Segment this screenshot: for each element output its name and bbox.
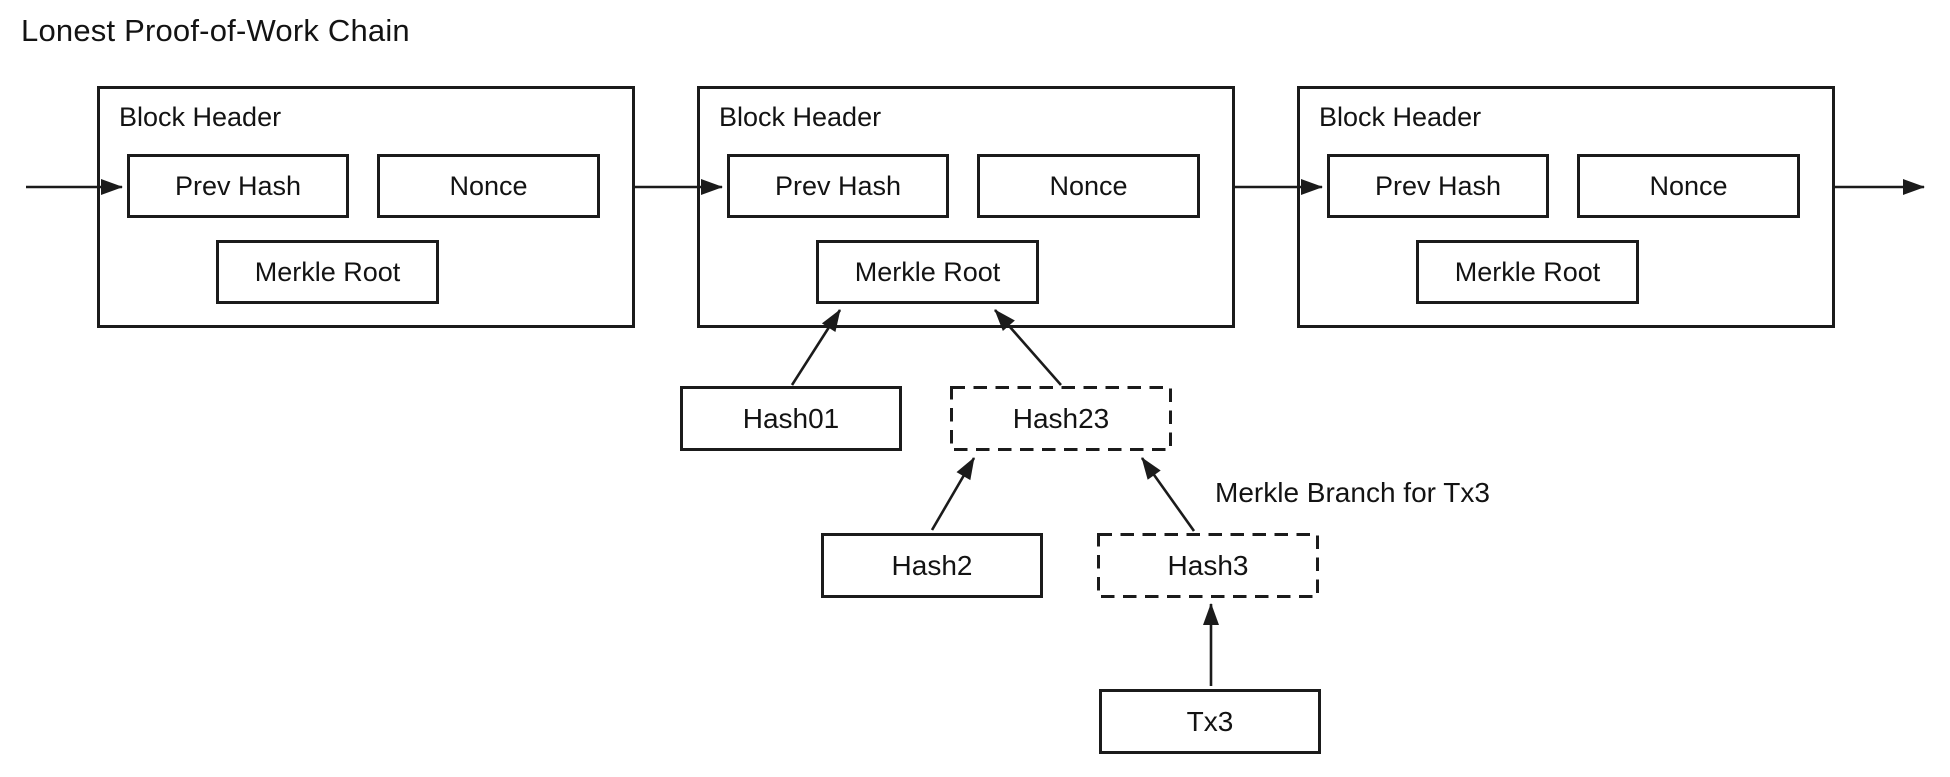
block-3: Block Header Prev Hash Nonce Merkle Root — [1297, 86, 1835, 328]
block-3-prev-hash-box: Prev Hash — [1327, 154, 1549, 218]
hash3-node: Hash3 — [1097, 533, 1319, 598]
block-2-nonce-box: Nonce — [977, 154, 1200, 218]
block-2-header-label: Block Header — [719, 102, 882, 132]
block-1-nonce-box: Nonce — [377, 154, 600, 218]
block-1-merkle-root-box: Merkle Root — [216, 240, 439, 304]
block-3-nonce-box: Nonce — [1577, 154, 1800, 218]
hash23-node: Hash23 — [950, 386, 1172, 451]
arrow-hash2-to-hash23 — [930, 457, 976, 531]
block-1: Block Header Prev Hash Nonce Merkle Root — [97, 86, 635, 328]
block-3-header-label: Block Header — [1319, 102, 1482, 132]
merkle-branch-label: Merkle Branch for Tx3 — [1215, 477, 1490, 508]
arrow-hash3-to-hash23 — [1140, 457, 1196, 532]
hash01-node: Hash01 — [680, 386, 902, 451]
block-1-prev-hash-box: Prev Hash — [127, 154, 349, 218]
block-2-merkle-root-box: Merkle Root — [816, 240, 1039, 304]
hash2-node: Hash2 — [821, 533, 1043, 598]
tx3-node: Tx3 — [1099, 689, 1321, 754]
diagram-title: Lonest Proof-of-Work Chain — [21, 13, 410, 48]
block-2-prev-hash-box: Prev Hash — [727, 154, 949, 218]
block-3-merkle-root-box: Merkle Root — [1416, 240, 1639, 304]
block-2: Block Header Prev Hash Nonce Merkle Root — [697, 86, 1235, 328]
block-1-header-label: Block Header — [119, 102, 282, 132]
